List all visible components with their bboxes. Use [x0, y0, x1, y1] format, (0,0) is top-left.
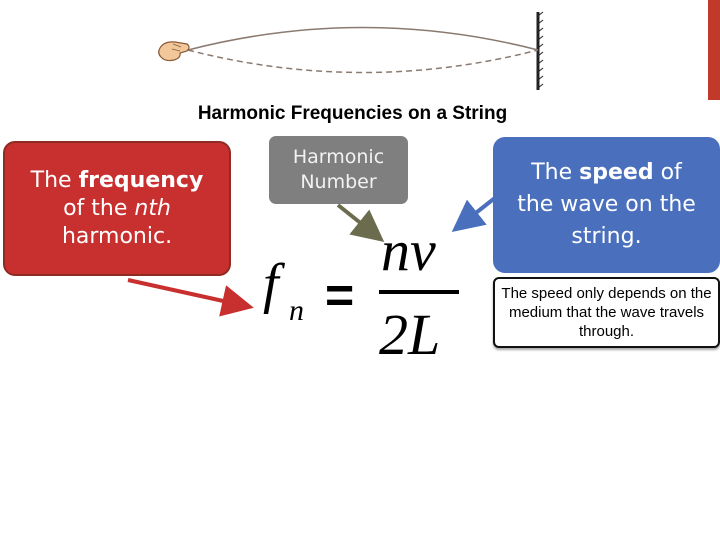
- formula-lhs-symbol: f: [263, 253, 286, 315]
- wall-icon: [536, 11, 544, 90]
- frequency-callout: The frequency of the nth harmonic.: [3, 141, 231, 276]
- speed-callout-line3: string.: [571, 224, 642, 249]
- formula-numerator: nv: [381, 220, 436, 283]
- harmonic-number-callout: Harmonic Number: [269, 136, 408, 204]
- harmonic-number-arrow: [336, 203, 385, 242]
- frequency-callout-line1: The frequency: [30, 167, 204, 193]
- frequency-callout-line3: harmonic.: [61, 223, 173, 249]
- harmonic-number-line1: Harmonic: [292, 146, 385, 168]
- speed-note: The speed only depends on the medium tha…: [493, 277, 720, 348]
- speed-callout: The speed of the wave on the string.: [493, 137, 720, 273]
- frequency-arrow: [127, 278, 254, 317]
- standing-wave-illustration: [158, 11, 544, 90]
- hand-icon: [158, 41, 190, 62]
- wave-upper: [187, 26, 539, 51]
- diagram-title: Harmonic Frequencies on a String: [197, 103, 508, 124]
- frequency-keyword: frequency: [78, 167, 204, 193]
- speed-arrow: [451, 188, 507, 232]
- formula-lhs-subscript: n: [289, 294, 304, 327]
- harmonic-frequency-formula: f n = nv 2L: [263, 220, 459, 360]
- formula-equals: =: [325, 267, 354, 323]
- nth-keyword: nth: [134, 195, 171, 221]
- harmonic-number-line2: Number: [300, 171, 377, 193]
- frequency-callout-line2: of the nth: [63, 195, 171, 221]
- speed-keyword: speed: [579, 160, 654, 185]
- speed-callout-line2: the wave on the: [517, 192, 696, 217]
- speed-callout-line1: The speed of: [531, 160, 682, 185]
- accent-bar: [708, 0, 720, 100]
- formula-denominator: 2L: [379, 302, 440, 360]
